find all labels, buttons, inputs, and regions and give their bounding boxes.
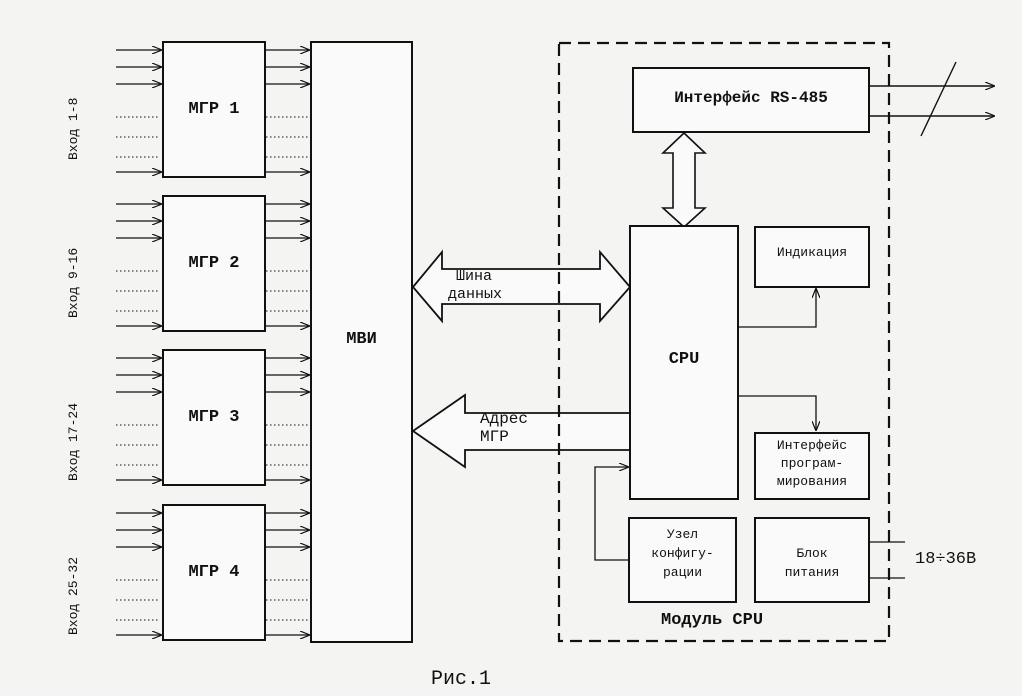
address-label-line2: МГР [480, 428, 509, 446]
rs485-block [632, 67, 870, 133]
power-label-line1: Блок [796, 546, 828, 561]
mgr-2-label: МГР 2 [188, 254, 240, 273]
data-bus-label-line2: данных [448, 286, 503, 303]
input-arrows [116, 50, 161, 635]
mvi-block [310, 41, 413, 643]
cpu-indication-line [738, 289, 816, 328]
programming-label-line2: програм- [780, 456, 844, 471]
mgr-3-block [162, 349, 266, 486]
config-cpu-line [594, 467, 629, 561]
mgr-mvi-links [265, 50, 309, 635]
cpu-label: CPU [668, 350, 700, 369]
voltage-label: 18÷36В [915, 550, 977, 569]
rs485-cpu-arrow [660, 131, 708, 229]
address-arrow [411, 393, 630, 469]
mgr-4-label: МГР 4 [188, 563, 240, 582]
mgr-1-block [162, 41, 266, 178]
config-node-block [628, 517, 737, 603]
config-label-line3: рации [662, 565, 702, 580]
rs485-slash [920, 61, 957, 137]
input-label-2: Вход 9-16 [66, 247, 81, 318]
data-bus-label-line1: Шина [456, 268, 493, 285]
input-label-4: Вход 25-32 [66, 556, 81, 635]
input-label-3: Вход 17-24 [66, 402, 81, 481]
figure-caption: Рис.1 [431, 668, 492, 691]
module-cpu-border [557, 41, 891, 643]
mvi-label: МВИ [346, 330, 377, 349]
mgr-1-label: МГР 1 [188, 100, 240, 119]
cpu-block [629, 225, 739, 500]
module-cpu-label: Модуль CPU [661, 611, 764, 630]
mgr-4-block [162, 504, 266, 641]
mgr-3-label: МГР 3 [188, 408, 240, 427]
power-block [754, 517, 870, 603]
programming-interface-block [754, 432, 870, 500]
input-label-1: Вход 1-8 [66, 97, 81, 160]
cpu-programming-line [738, 395, 816, 430]
indication-block [754, 226, 870, 288]
data-bus-arrow [411, 249, 632, 324]
rs485-label: Интерфейс RS-485 [674, 89, 828, 107]
programming-label-line1: Интерфейс [776, 438, 848, 453]
mgr-2-block [162, 195, 266, 332]
power-label-line2: питания [784, 565, 840, 580]
indication-label: Индикация [776, 245, 848, 260]
config-label-line2: конфигу- [651, 546, 714, 561]
config-label-line1: Узел [666, 527, 699, 542]
programming-label-line3: мирования [776, 474, 848, 489]
address-label-line1: Адрес [480, 410, 529, 428]
